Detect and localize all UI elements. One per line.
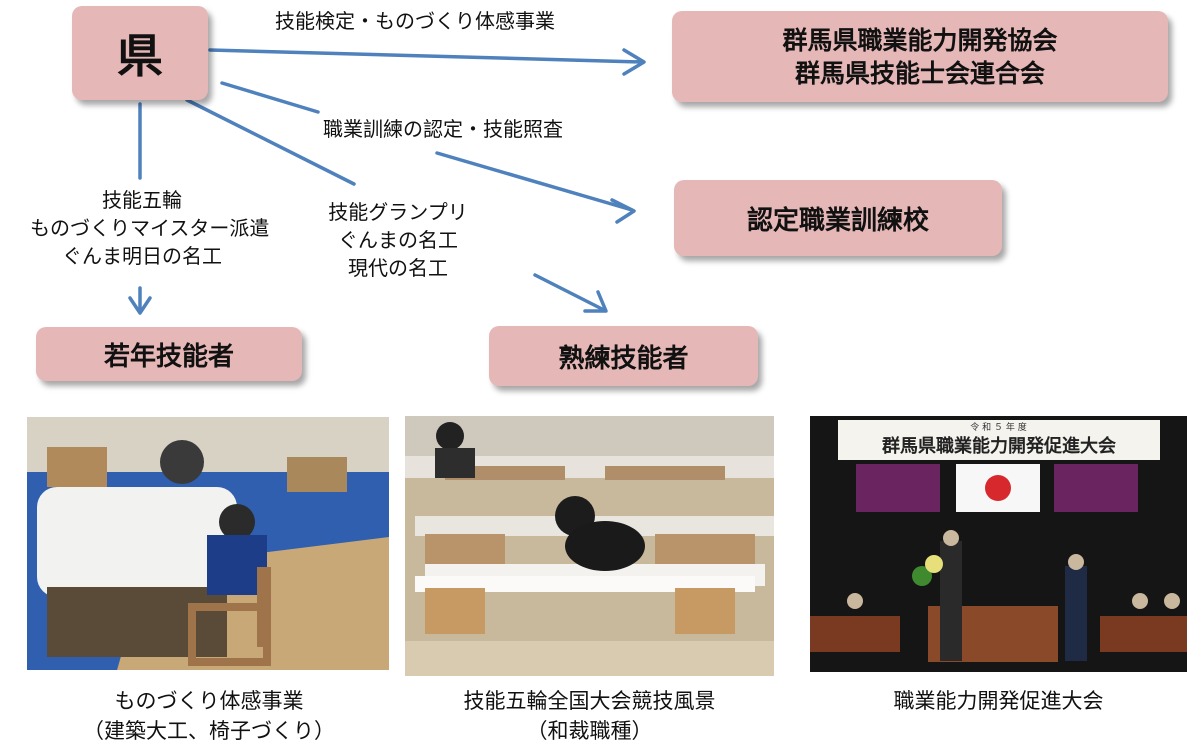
arrow-to-association	[208, 48, 644, 64]
photo-skills-olympics-illustration	[405, 416, 774, 676]
label-to-young-2: ものづくりマイスター派遣	[30, 216, 270, 240]
young-workers-label: 若年技能者	[103, 341, 234, 372]
label-to-young-1: 技能五輪	[102, 188, 182, 212]
arrow-to-skilled-a	[185, 98, 356, 186]
training-school-label: 認定職業訓練校	[746, 205, 929, 236]
label-to-skilled-3: 現代の名工	[348, 256, 448, 280]
young-workers-box: 若年技能者	[36, 327, 302, 381]
label-to-skilled-2: ぐんまの名工	[338, 228, 458, 252]
photo-convention-illustration	[810, 416, 1187, 672]
label-to-school: 職業訓練の認定・技能照査	[323, 117, 563, 141]
training-school-box: 認定職業訓練校	[674, 180, 1002, 256]
photo-convention: 令 和 ５ 年 度 群馬県職業能力開発促進大会	[810, 416, 1187, 672]
arrowhead-young	[128, 296, 152, 315]
arrow-to-skilled-b	[533, 273, 606, 312]
label-to-young: 技能五輪 ものづくりマイスター派遣 ぐんま明日の名工	[30, 186, 270, 270]
prefecture-label: 県	[117, 29, 163, 83]
banner-title: 群馬県職業能力開発促進大会	[882, 436, 1116, 457]
caption-photo2-line2: （和裁職種）	[526, 719, 653, 743]
caption-photo3-line1: 職業能力開発促進大会	[893, 689, 1104, 713]
photo-skills-olympics	[405, 416, 774, 676]
association-line1: 群馬県職業能力開発協会	[782, 25, 1058, 55]
caption-photo2-line1: 技能五輪全国大会競技風景	[463, 689, 716, 713]
label-to-skilled-1: 技能グランプリ	[328, 200, 468, 224]
skilled-workers-box: 熟練技能者	[489, 326, 758, 386]
arrowhead-association	[622, 48, 646, 76]
arrow-to-school-b	[435, 151, 634, 212]
caption-photo2: 技能五輪全国大会競技風景 （和裁職種）	[405, 686, 774, 746]
association-line2: 群馬県技能士会連合会	[794, 58, 1045, 88]
caption-photo1: ものづくり体感事業 （建築大工、椅子づくり）	[28, 686, 390, 746]
arrowhead-school	[610, 198, 636, 224]
caption-photo1-line1: ものづくり体感事業	[114, 689, 304, 713]
photo-monozukuri	[27, 417, 389, 670]
prefecture-box: 県	[72, 6, 208, 100]
label-to-young-3: ぐんま明日の名工	[62, 244, 222, 268]
label-to-association: 技能検定・ものづくり体感事業	[275, 9, 555, 33]
association-box: 群馬県職業能力開発協会 群馬県技能士会連合会	[672, 11, 1168, 102]
arrowhead-skilled	[583, 290, 608, 313]
photo-monozukuri-illustration	[27, 417, 389, 670]
label-to-skilled: 技能グランプリ ぐんまの名工 現代の名工	[328, 198, 468, 282]
arrow-to-school-a	[220, 81, 320, 114]
skilled-workers-label: 熟練技能者	[558, 343, 689, 374]
caption-photo1-line2: （建築大工、椅子づくり）	[83, 719, 335, 743]
banner-small-text: 令 和 ５ 年 度	[970, 423, 1027, 433]
caption-photo3: 職業能力開発促進大会	[810, 686, 1187, 716]
